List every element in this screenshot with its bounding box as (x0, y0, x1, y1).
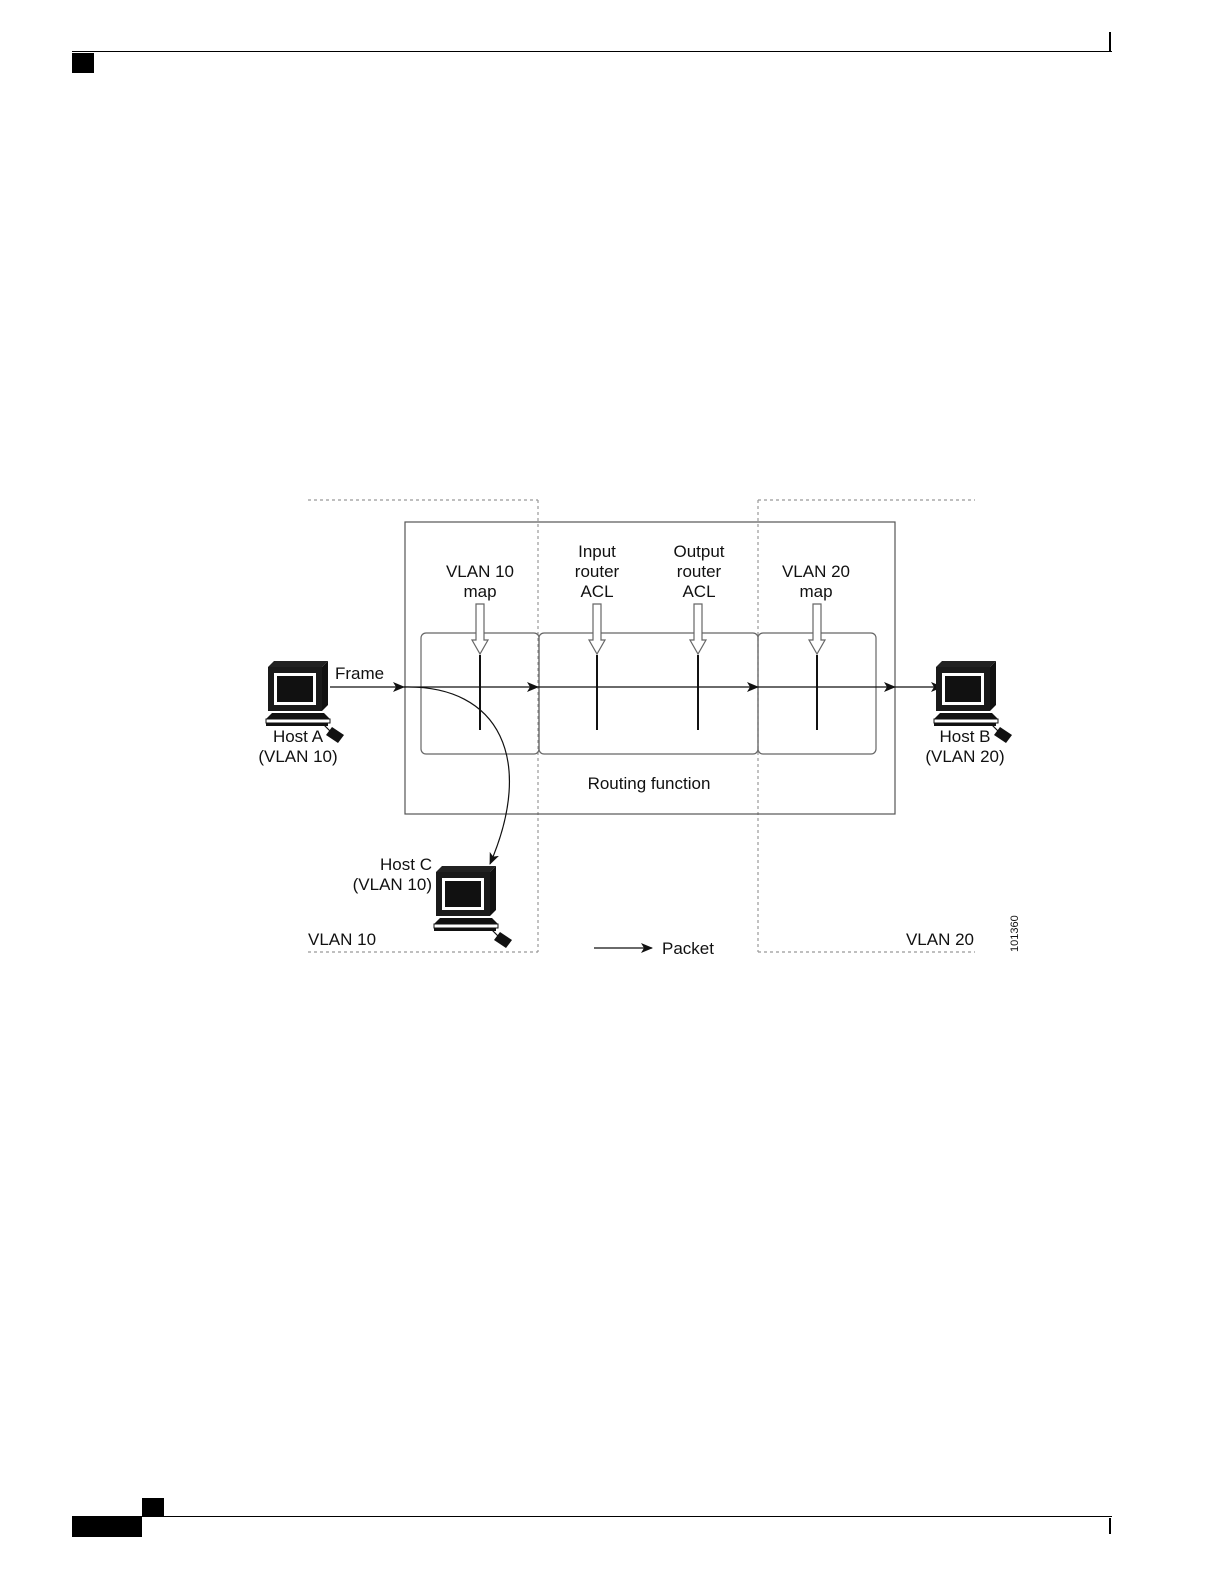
routing-function-label: Routing function (588, 774, 711, 793)
vlan-20-map-label-line2: map (799, 582, 832, 601)
vlan-10-map-arrow (472, 604, 488, 654)
input-acl-label-line3: ACL (580, 582, 613, 601)
input-acl-arrow (589, 604, 605, 654)
vlan-10-region-label: VLAN 10 (308, 930, 376, 949)
host-a-label-line1: Host A (273, 727, 324, 746)
output-acl-label-line2: router (677, 562, 722, 581)
host-c-computer-icon (434, 866, 512, 948)
input-acl-label-line2: router (575, 562, 620, 581)
routing-stage (539, 633, 758, 754)
packet-legend-label: Packet (662, 939, 714, 958)
output-acl-label-line1: Output (673, 542, 724, 561)
frame-label: Frame (335, 664, 384, 683)
host-b-label-line2: (VLAN 20) (925, 747, 1004, 766)
host-c-label-line1: Host C (380, 855, 432, 874)
vlan-20-region-label: VLAN 20 (906, 930, 974, 949)
output-acl-arrow (690, 604, 706, 654)
frame-to-host-c-arrow (404, 687, 509, 864)
host-c-label-line2: (VLAN 10) (353, 875, 432, 894)
host-b-label-line1: Host B (939, 727, 990, 746)
input-acl-label-line1: Input (578, 542, 616, 561)
figure-id: 101360 (1009, 915, 1021, 952)
vlan-20-map-label-line1: VLAN 20 (782, 562, 850, 581)
vlan-10-map-label-line1: VLAN 10 (446, 562, 514, 581)
host-a-label-line2: (VLAN 10) (258, 747, 337, 766)
vlan-20-map-arrow (809, 604, 825, 654)
vlan-10-map-label-line2: map (463, 582, 496, 601)
output-acl-label-line3: ACL (682, 582, 715, 601)
